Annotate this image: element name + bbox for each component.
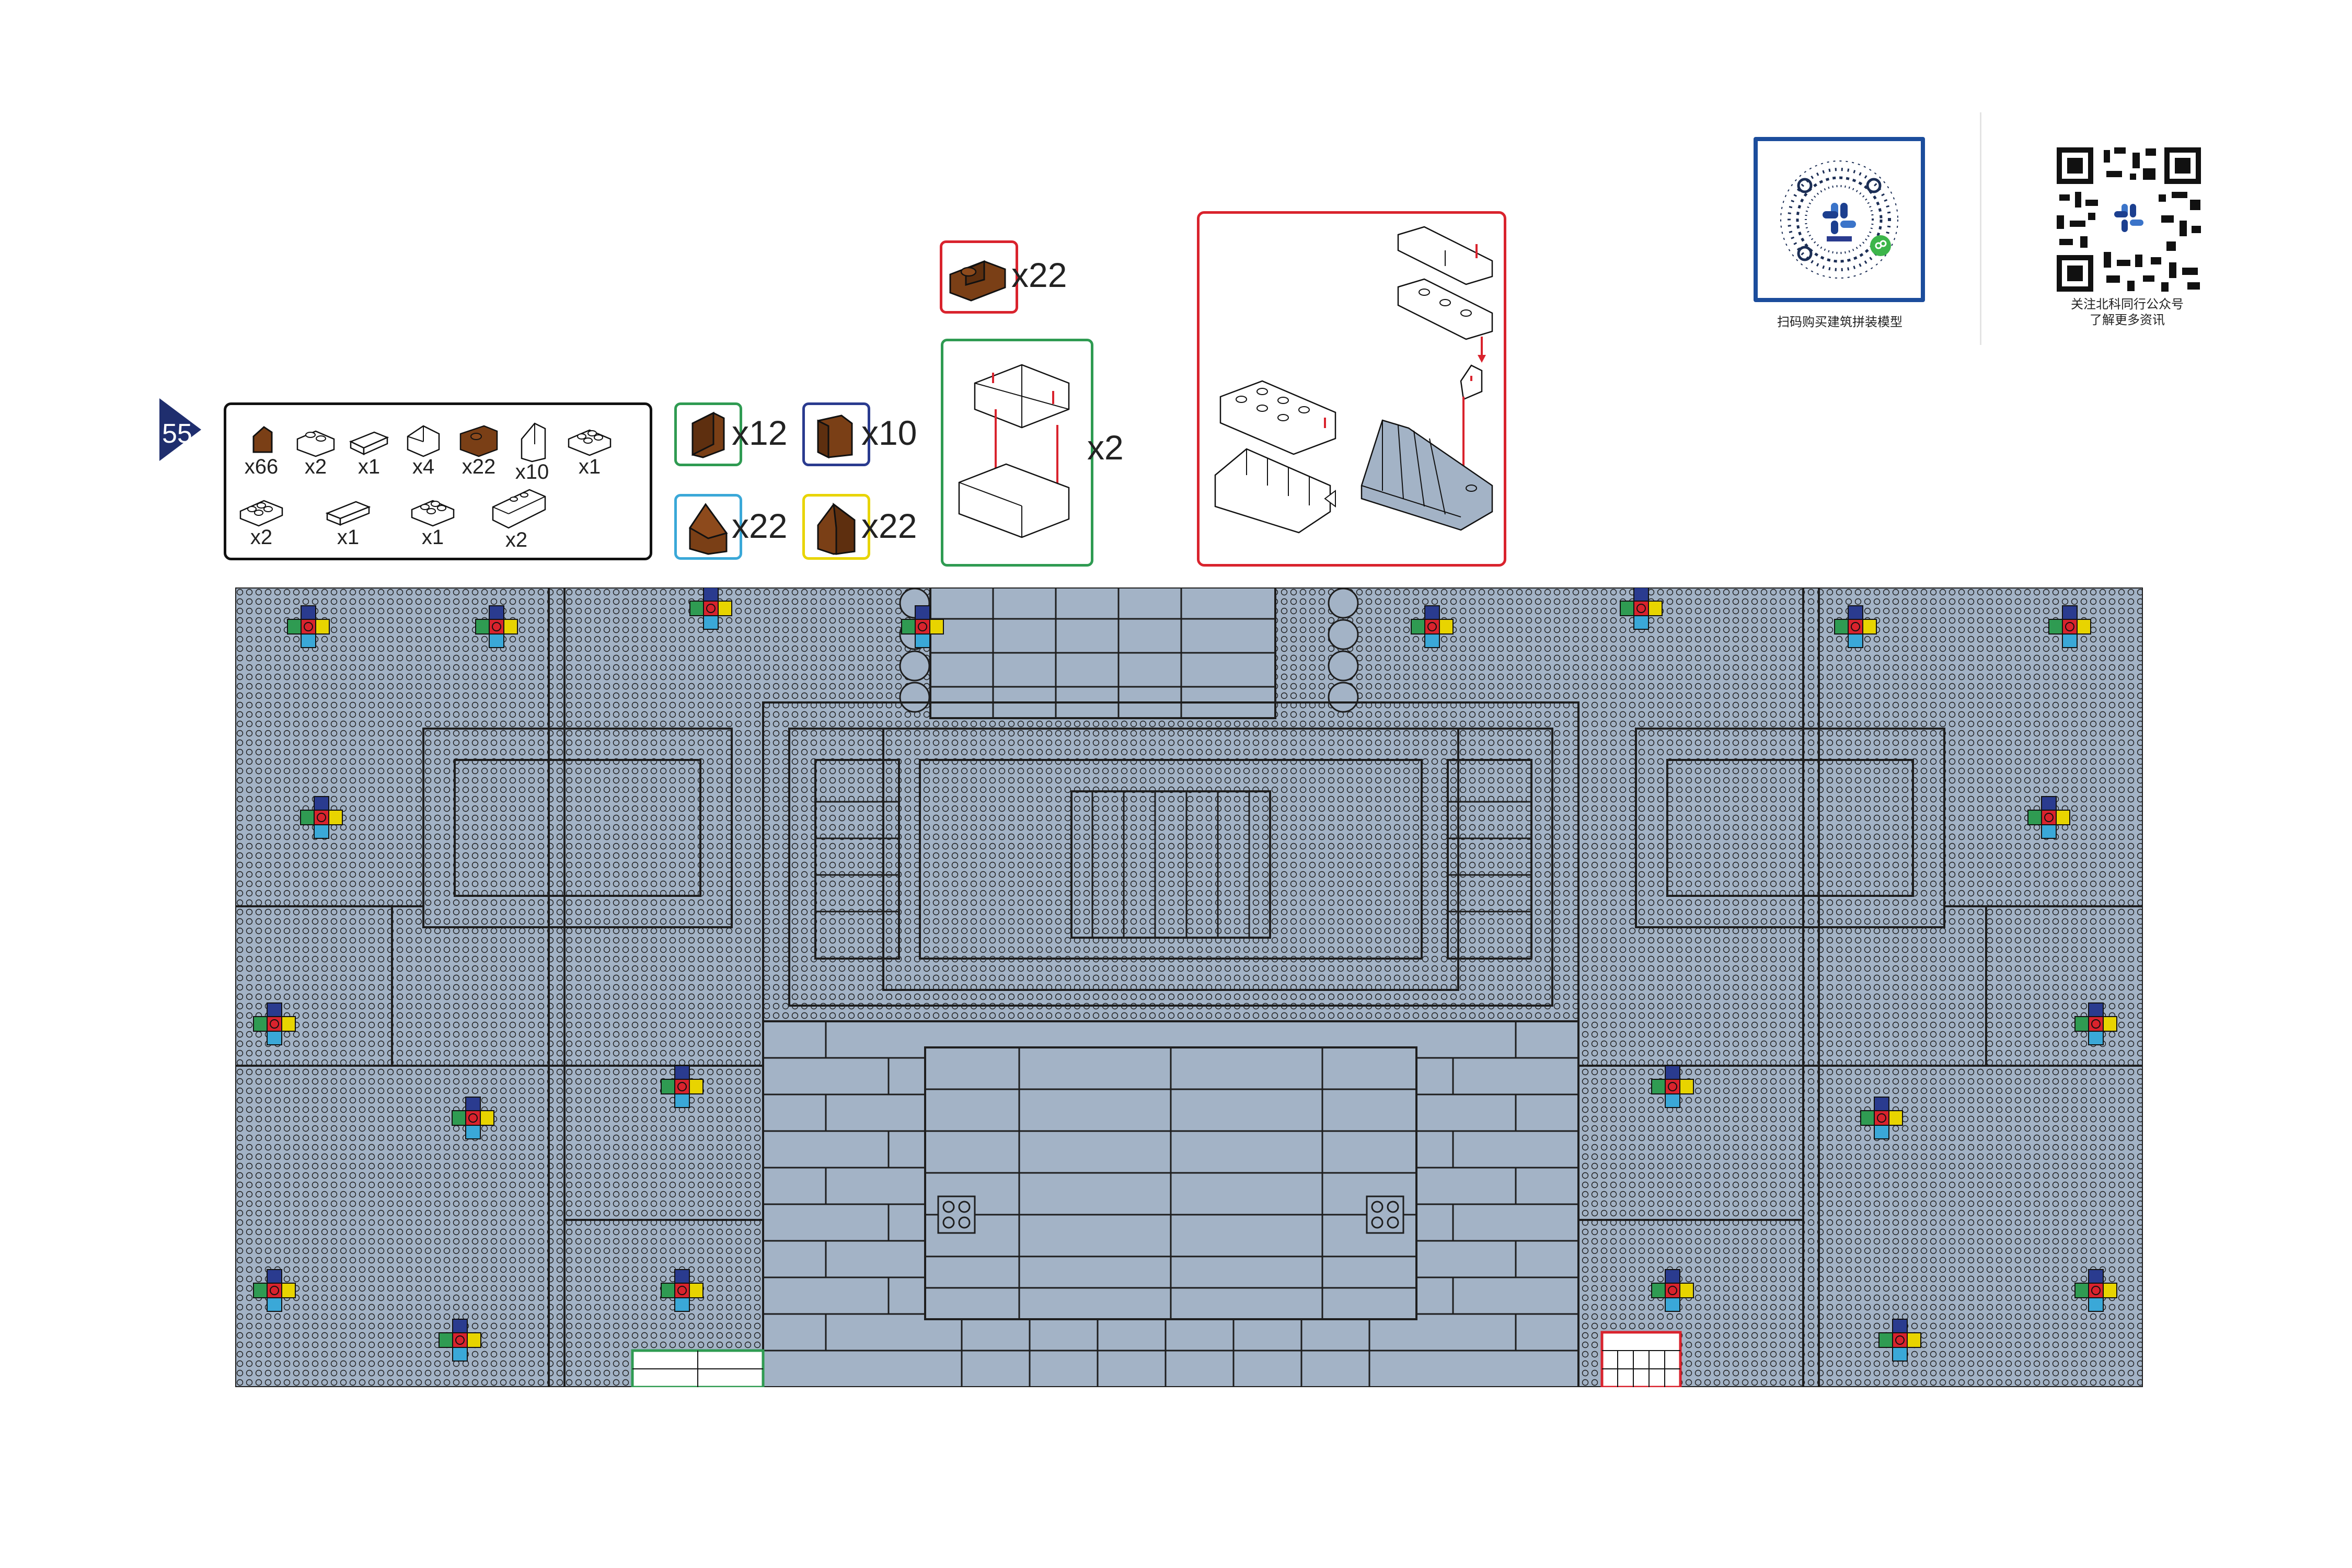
- brick-icon: [817, 502, 856, 555]
- brick-icon: [252, 426, 273, 453]
- part-slope-2x4-white: x2: [488, 483, 546, 552]
- part-qty: x66: [244, 455, 279, 478]
- part-qty: x10: [515, 460, 549, 483]
- baseplate-board: [235, 587, 2143, 1387]
- part-tile-1x3-white: x1: [319, 491, 377, 549]
- part-plate-2x2-white-b: x1: [404, 491, 462, 549]
- brick-icon: [568, 429, 612, 456]
- part-qty: x2: [304, 455, 327, 478]
- brick-icon: [691, 411, 725, 458]
- brick-icon: [239, 500, 283, 527]
- colored-part-navy: [802, 402, 870, 466]
- colored-part-qty: x10: [861, 413, 917, 452]
- colored-part-green: [674, 402, 742, 466]
- qr-code-icon: [1780, 160, 1898, 279]
- placement-markers: [253, 587, 2117, 1362]
- parts-list-box: x66 x2 x1 x4 x22: [224, 402, 652, 560]
- subassembly-green: [941, 339, 1093, 567]
- brick-icon: [349, 431, 389, 455]
- brick-icon: [949, 260, 1006, 302]
- part-qty: x1: [358, 455, 381, 478]
- brick-icon: [492, 489, 546, 529]
- subassembly-diagram: [958, 364, 1070, 538]
- part-plate-2x3-white: x2: [233, 491, 290, 549]
- part-plate-2x2-white: x1: [561, 421, 618, 479]
- subassembly-qty: x2: [1087, 428, 1124, 467]
- part-qty: x1: [337, 526, 360, 549]
- qr-divider: [1980, 112, 1981, 345]
- part-tile-1x2-white: x1: [340, 421, 398, 479]
- part-qty: x22: [462, 455, 496, 478]
- part-qty: x2: [250, 526, 273, 549]
- part-slope-white-2x2: x4: [395, 421, 452, 479]
- brick-icon: [688, 503, 728, 555]
- part-brick-1x2-white: x2: [287, 421, 344, 479]
- qr-code-icon: [2057, 147, 2201, 292]
- miniprogram-caption: 扫码购买建筑拼装模型: [1777, 315, 1903, 329]
- brick-icon: [407, 425, 440, 457]
- part-qty: x1: [578, 455, 601, 478]
- part-slope-brown-small: x66: [233, 421, 290, 479]
- part-qty: x1: [421, 526, 444, 549]
- part-qty: x4: [412, 455, 435, 478]
- colored-part-qty: x22: [861, 506, 917, 545]
- brick-icon: [296, 430, 335, 457]
- colored-part-blue: [674, 494, 742, 560]
- part-slope-steep-white: x10: [503, 421, 561, 484]
- step-number: 55: [162, 419, 192, 449]
- account-qr-code[interactable]: [2057, 147, 2201, 292]
- account-caption-line2: 了解更多资讯: [2090, 313, 2165, 327]
- miniprogram-qr-frame[interactable]: [1754, 137, 1925, 302]
- colored-part-qty: x22: [732, 506, 788, 545]
- brick-icon: [817, 414, 853, 459]
- bracket-callout: [940, 240, 1018, 314]
- assembly-callout-red: [1197, 211, 1506, 567]
- brick-icon: [459, 425, 498, 457]
- brick-icon: [411, 500, 455, 527]
- bracket-callout-qty: x22: [1011, 256, 1067, 294]
- assembly-diagram: [1214, 226, 1493, 534]
- account-caption-line1: 关注北科同行公众号: [2071, 297, 2184, 312]
- brick-icon: [521, 422, 546, 463]
- brick-icon: [325, 501, 371, 526]
- colored-part-yellow: [802, 494, 870, 560]
- part-qty: x2: [505, 528, 528, 551]
- part-bracket-brown: x22: [450, 421, 508, 479]
- colored-part-qty: x12: [732, 413, 788, 452]
- step-arrow-icon: [159, 398, 201, 461]
